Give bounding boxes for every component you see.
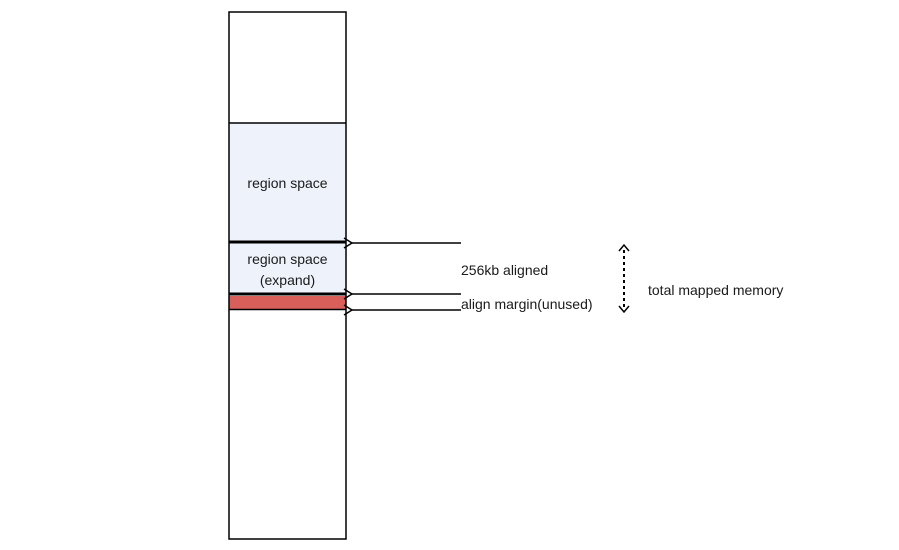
region-space-expand-block [229, 243, 346, 293]
aligned-annotation: 256kb aligned [461, 262, 549, 278]
align-margin-block [229, 296, 346, 309]
region-space-expand-label-line1: region space [247, 251, 328, 267]
memory-column [228, 11, 347, 540]
total-mapped-annotation: total mapped memory [648, 282, 784, 298]
total-mapped-arrow-up [618, 243, 630, 252]
region-space-label: region space [247, 175, 328, 191]
region-space-block [229, 123, 346, 241]
region-space-expand-label-line2: (expand) [259, 272, 316, 288]
total-mapped-arrow-down [618, 305, 630, 314]
align-margin-annotation: align margin(unused) [461, 296, 593, 312]
